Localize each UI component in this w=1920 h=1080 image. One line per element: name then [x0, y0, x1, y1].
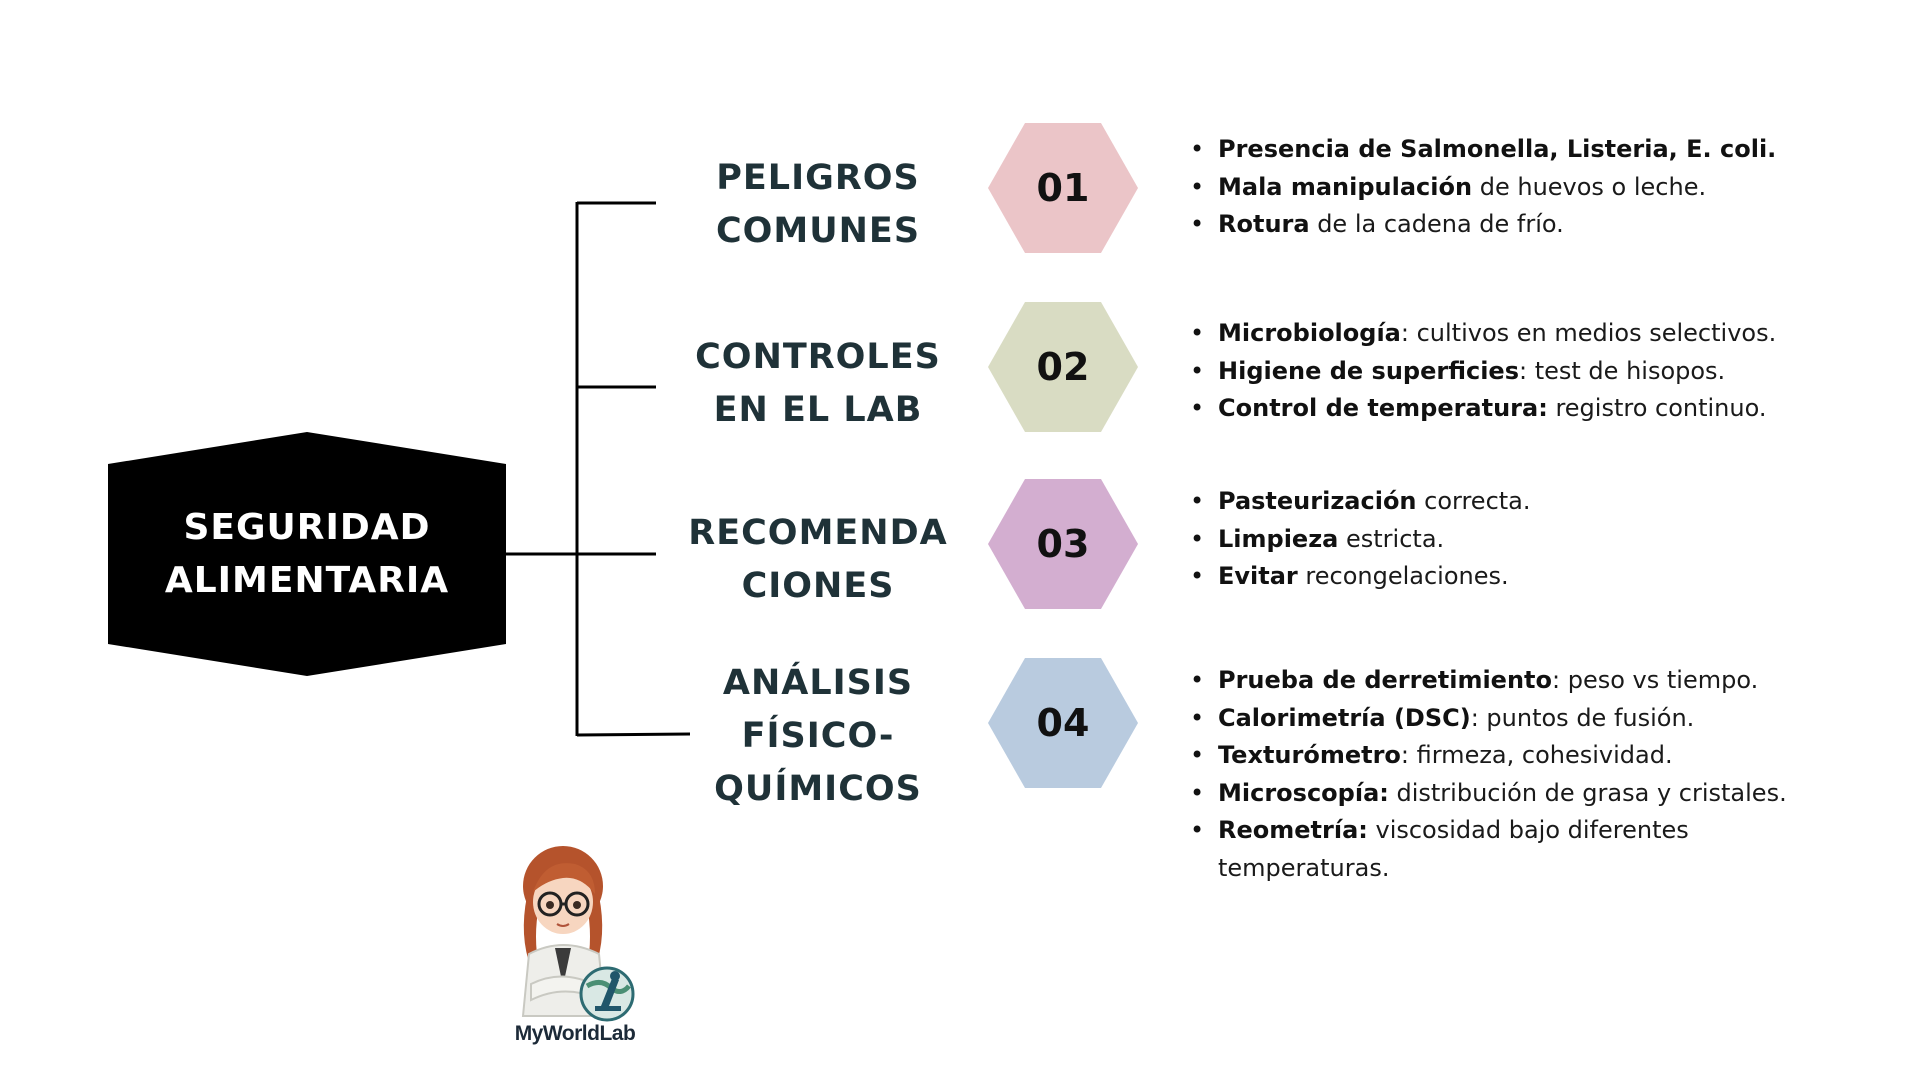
logo-text: MyWorldLab — [514, 1022, 636, 1045]
branch-title-analisis: ANÁLISIS FÍSICO- QUÍMICOS — [714, 663, 922, 809]
list-item: Reometría: viscosidad bajo diferentes te… — [1190, 812, 1830, 887]
list-item: Rotura de la cadena de frío. — [1190, 206, 1890, 244]
branch-connector-4 — [576, 732, 691, 737]
myworldlab-logo: MyWorldLab — [505, 836, 650, 1051]
badge-number: 03 — [1036, 522, 1090, 566]
root-label: SEGURIDAD ALIMENTARIA — [164, 507, 450, 601]
badge-number: 01 — [1036, 166, 1090, 210]
list-item: Higiene de superficies: test de hisopos. — [1190, 353, 1890, 391]
bullet-list-recomendaciones: Pasteurización correcta. Limpieza estric… — [1190, 483, 1890, 596]
list-item: Pasteurización correcta. — [1190, 483, 1890, 521]
hexagon-badge-01: 01 — [988, 123, 1138, 253]
list-item: Microscopía: distribución de grasa y cri… — [1190, 775, 1830, 813]
scientist-girl-with-microscope-icon — [521, 846, 635, 1022]
root-node: SEGURIDAD ALIMENTARIA — [108, 432, 506, 676]
list-item: Microbiología: cultivos en medios select… — [1190, 315, 1890, 353]
root-shape — [108, 432, 506, 676]
bullet-list-peligros: Presencia de Salmonella, Listeria, E. co… — [1190, 131, 1890, 244]
list-item: Presencia de Salmonella, Listeria, E. co… — [1190, 131, 1890, 169]
badge-number: 02 — [1036, 345, 1090, 389]
list-item: Limpieza estricta. — [1190, 521, 1890, 559]
hexagon-badge-02: 02 — [988, 302, 1138, 432]
list-item: Mala manipulación de huevos o leche. — [1190, 169, 1890, 207]
branch-title-controles: CONTROLES EN EL LAB — [695, 337, 941, 430]
branch-title-peligros: PELIGROS COMUNES — [715, 158, 921, 251]
badge-number: 04 — [1036, 701, 1090, 745]
list-item: Calorimetría (DSC): puntos de fusión. — [1190, 700, 1830, 738]
hexagon-badge-03: 03 — [988, 479, 1138, 609]
bullet-list-analisis: Prueba de derretimiento: peso vs tiempo.… — [1190, 662, 1830, 887]
list-item: Evitar recongelaciones. — [1190, 558, 1890, 596]
hexagon-badge-04: 04 — [988, 658, 1138, 788]
branch-title-recomendaciones: RECOMENDA CIONES — [688, 513, 948, 606]
list-item: Control de temperatura: registro continu… — [1190, 390, 1890, 428]
list-item: Prueba de derretimiento: peso vs tiempo. — [1190, 662, 1830, 700]
bullet-list-controles: Microbiología: cultivos en medios select… — [1190, 315, 1890, 428]
list-item: Texturómetro: firmeza, cohesividad. — [1190, 737, 1830, 775]
